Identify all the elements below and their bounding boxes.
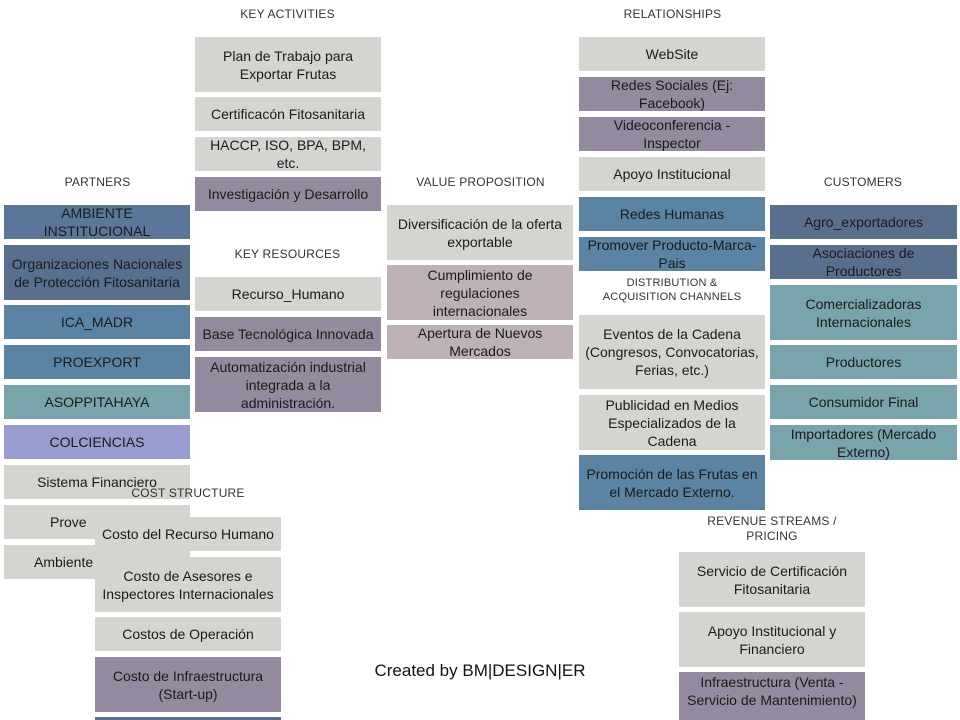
revenue-infraestructura: Infraestructura (Venta - Servicio de Man… [679,672,865,720]
value-proposition-header: VALUE PROPOSITION [416,175,545,189]
revenue-servicio-certificacion: Servicio de Certificación Fitosanitaria [679,552,865,607]
partner-ambiente-institucional: AMBIENTE INSTITUCIONAL [4,205,190,239]
revenue-apoyo-institucional: Apoyo Institucional y Financiero [679,612,865,667]
customer-agro-exportadores: Agro_exportadores [770,205,957,239]
channels-header: DISTRIBUTION & ACQUISITION CHANNELS [579,276,765,304]
value-apertura: Apertura de Nuevos Mercados [387,325,573,359]
customer-productores: Productores [770,345,957,379]
customer-comercializadoras: Comercializadoras Internacionales [770,285,957,340]
activity-haccp: HACCP, ISO, BPA, BPM, etc. [195,137,381,171]
activity-investigacion: Investigación y Desarrollo [195,177,381,211]
customer-consumidor-final: Consumidor Final [770,385,957,419]
relationship-redes-sociales: Redes Sociales (Ej: Facebook) [579,77,765,111]
partner-asoppitahaya: ASOPPITAHAYA [4,385,190,419]
relationship-website: WebSite [579,37,765,71]
relationship-apoyo-institucional: Apoyo Institucional [579,157,765,191]
relationship-promover-producto: Promover Producto-Marca-Pais [579,237,765,271]
channel-publicidad: Publicidad en Medios Especializados de l… [579,395,765,450]
cost-operacion: Costos de Operación [95,617,281,651]
customer-importadores: Importadores (Mercado Externo) [770,425,957,460]
key-resources-header: KEY RESOURCES [234,247,341,261]
customers-header: CUSTOMERS [823,175,903,189]
partner-ica-madr: ICA_MADR [4,305,190,339]
relationship-videoconferencia: Videoconferencia - Inspector [579,117,765,151]
cost-next-item [95,717,281,720]
cost-asesores: Costo de Asesores e Inspectores Internac… [95,557,281,612]
resource-recurso-humano: Recurso_Humano [195,277,381,311]
customer-asociaciones: Asociaciones de Productores [770,245,957,279]
value-diversificacion: Diversificación de la oferta exportable [387,205,573,260]
partner-proexport: PROEXPORT [4,345,190,379]
created-by-credit: Created by BM|DESIGN|ER [374,661,586,680]
partner-colciencias: COLCIENCIAS [4,425,190,459]
relationships-header: RELATIONSHIPS [623,7,722,21]
partner-onpf: Organizaciones Nacionales de Protección … [4,245,190,300]
resource-base-tecnologica: Base Tecnológica Innovada [195,317,381,351]
channel-eventos: Eventos de la Cadena (Congresos, Convoca… [579,315,765,389]
cost-structure-header: COST STRUCTURE [131,486,245,500]
resource-automatizacion: Automatización industrial integrada a la… [195,357,381,412]
activity-plan-de-trabajo: Plan de Trabajo para Exportar Frutas [195,37,381,92]
value-cumplimiento: Cumplimiento de regulaciones internacion… [387,265,573,320]
revenue-streams-header: REVENUE STREAMS / PRICING [707,514,837,543]
activity-certificacion: Certificacón Fitosanitaria [195,97,381,131]
relationship-redes-humanas: Redes Humanas [579,197,765,231]
key-activities-header: KEY ACTIVITIES [240,7,335,21]
partner-sistema-financiero: Sistema Financiero [4,465,190,499]
partners-header: PARTNERS [64,175,131,189]
cost-infraestructura: Costo de Infraestructura (Start-up) [95,657,281,712]
channel-promocion: Promoción de las Frutas en el Mercado Ex… [579,455,765,510]
cost-recurso-humano: Costo del Recurso Humano [95,517,281,551]
